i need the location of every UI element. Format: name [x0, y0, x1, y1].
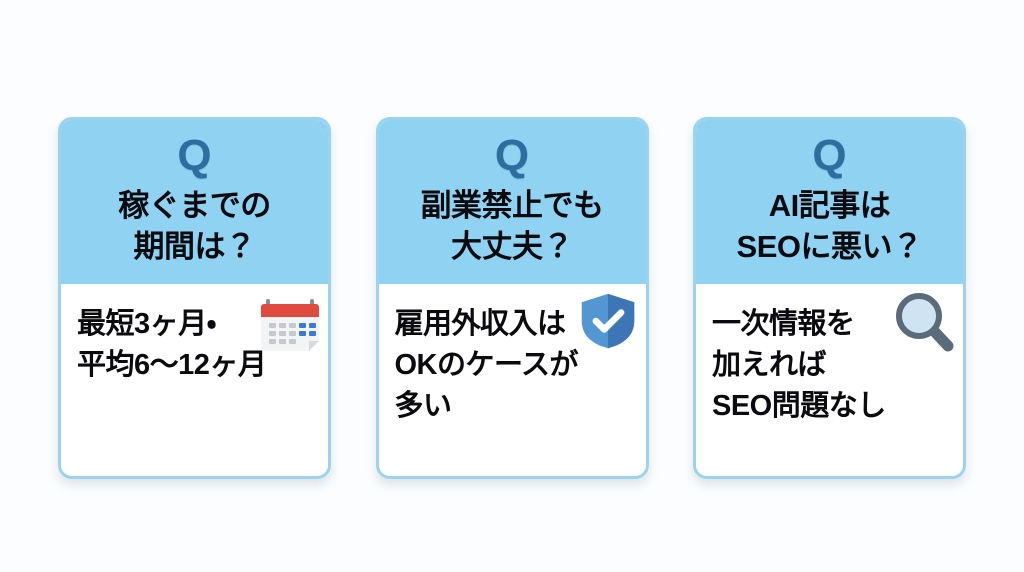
question-badge-icon: Q	[177, 131, 212, 180]
faq-card-row: Q 稼ぐまでの 期間は？	[58, 117, 966, 479]
shield-check-icon	[578, 290, 638, 352]
magnifying-glass-icon	[893, 290, 957, 354]
faq-card-answer: 雇用外収入は OKのケースが 多い	[394, 307, 579, 423]
faq-card-header: Q 副業禁止でも 大丈夫？	[378, 120, 646, 284]
faq-card-title: AI記事は SEOに悪い？	[736, 188, 923, 264]
faq-card-title: 稼ぐまでの 期間は？	[118, 188, 271, 264]
faq-card-body: 最短3ヶ月・ 平均6〜12ヶ月	[61, 283, 328, 476]
faq-card-body: 一次情報を 加えれば SEO問題なし	[696, 283, 963, 476]
faq-card: Q AI記事は SEOに悪い？ 一次情報を 加えれば SEO問題なし	[693, 117, 966, 479]
faq-card-answer: 一次情報を 加えれば SEO問題なし	[712, 307, 886, 423]
question-badge-icon: Q	[494, 131, 530, 180]
faq-card-header: Q AI記事は SEOに悪い？	[696, 120, 963, 284]
faq-card-title: 副業禁止でも 大丈夫？	[420, 188, 605, 264]
faq-card-answer: 最短3ヶ月・ 平均6〜12ヶ月	[77, 307, 267, 381]
faq-card-header: Q 稼ぐまでの 期間は？	[61, 120, 328, 284]
faq-card-body: 雇用外収入は OKのケースが 多い	[378, 283, 646, 476]
faq-card: Q 稼ぐまでの 期間は？	[58, 117, 331, 479]
calendar-icon	[258, 292, 322, 356]
question-badge-icon: Q	[812, 131, 847, 180]
faq-card: Q 副業禁止でも 大丈夫？ 雇用外収入は OKのケースが 多い	[375, 117, 649, 479]
